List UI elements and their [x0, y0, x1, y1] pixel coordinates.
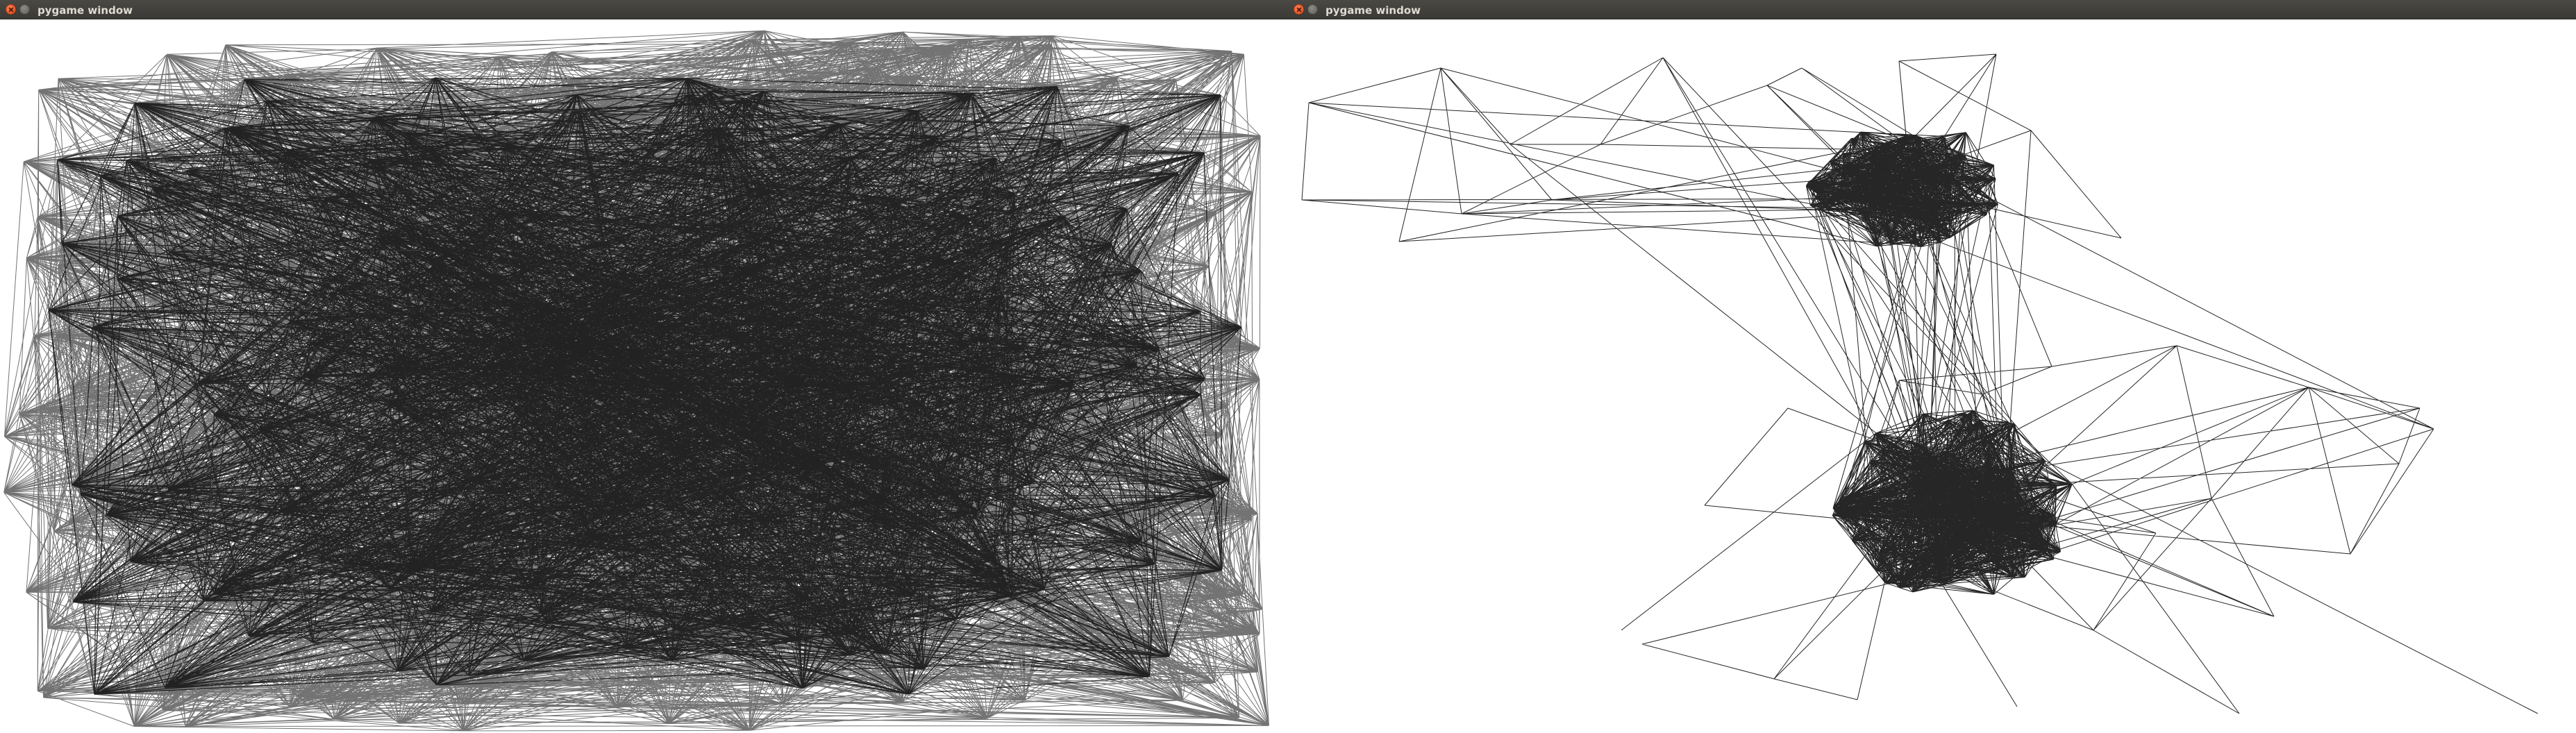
- title-bar[interactable]: pygame window: [1288, 0, 2576, 19]
- title-bar[interactable]: pygame window: [0, 0, 1288, 19]
- close-icon[interactable]: [6, 4, 16, 15]
- pygame-window-right: pygame window: [1288, 0, 2576, 733]
- graph-canvas[interactable]: [1288, 19, 2576, 733]
- graph-edges: [1301, 53, 2539, 714]
- window-title: pygame window: [1325, 4, 1421, 17]
- minimize-icon[interactable]: [19, 4, 30, 15]
- minimize-icon[interactable]: [1307, 4, 1318, 15]
- pygame-window-left: pygame window: [0, 0, 1288, 733]
- graph-edges: [48, 77, 1242, 695]
- window-title: pygame window: [37, 4, 133, 17]
- graph-canvas[interactable]: [0, 19, 1288, 733]
- close-icon[interactable]: [1294, 4, 1304, 15]
